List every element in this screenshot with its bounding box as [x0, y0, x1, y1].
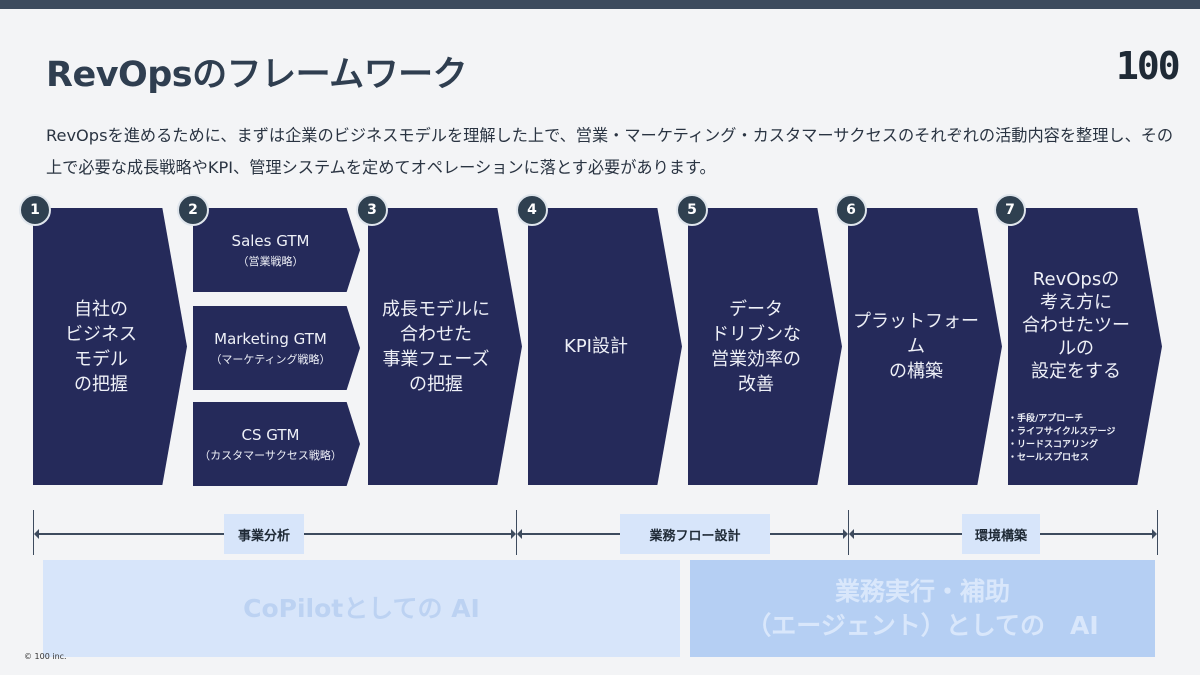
bullet: ・リードスコアリング	[1008, 440, 1099, 450]
step-1-box: 自社の ビジネス モデル の把握	[33, 208, 187, 485]
timeline-tick	[1157, 510, 1158, 555]
sub-desc: （営業戦略）	[237, 254, 304, 268]
step-2-sales-box: Sales GTM （営業戦略）	[193, 208, 360, 292]
company-logo: 100	[1116, 44, 1181, 88]
step-number-4: 4	[516, 194, 548, 226]
agent-ai-box: 業務実行・補助 （エージェント）としての AI	[690, 560, 1155, 657]
timeline-tick	[33, 510, 34, 555]
step-5-label: データ ドリブンな 営業効率の 改善	[711, 298, 801, 395]
sub-name: CS GTM	[241, 425, 300, 444]
top-bar	[0, 0, 1200, 9]
bullet: ・セールスプロセス	[1008, 453, 1090, 463]
phase-label-environment: 環境構築	[962, 514, 1040, 554]
sub-desc: （マーケティング戦略）	[210, 352, 331, 366]
step-4-label: KPI設計	[564, 336, 628, 357]
copilot-ai-box: CoPilotとしての AI	[43, 560, 680, 657]
step-6-box: プラットフォー ム の構築	[848, 208, 1002, 485]
bullet: ・ライフサイクルステージ	[1008, 427, 1116, 437]
page-title: RevOpsのフレームワーク	[46, 55, 468, 95]
phase-label-analysis: 事業分析	[224, 514, 304, 554]
step-2-cs-box: CS GTM （カスタマーサクセス戦略）	[193, 402, 360, 486]
copyright: © 100 inc.	[24, 652, 67, 661]
bullet: ・手段/アプローチ	[1008, 414, 1084, 424]
sub-name: Sales GTM	[231, 231, 310, 250]
step-3-box: 成長モデルに 合わせた 事業フェーズ の把握	[368, 208, 522, 485]
step-number-7: 7	[994, 194, 1026, 226]
step-number-6: 6	[835, 194, 867, 226]
step-number-5: 5	[676, 194, 708, 226]
step-number-3: 3	[356, 194, 388, 226]
timeline-tick	[516, 510, 517, 555]
timeline-tick	[848, 510, 849, 555]
sub-desc: （カスタマーサクセス戦略）	[199, 448, 342, 462]
step-number-1: 1	[19, 194, 51, 226]
step-4-box: KPI設計	[528, 208, 682, 485]
step-6-label: プラットフォー ム の構築	[853, 311, 979, 382]
step-1-label: 自社の ビジネス モデル の把握	[65, 298, 137, 395]
step-3-label: 成長モデルに 合わせた 事業フェーズ の把握	[382, 298, 490, 395]
step-2-marketing-box: Marketing GTM （マーケティング戦略）	[193, 306, 360, 390]
step-7-box: RevOpsの 考え方に 合わせたツー ルの 設定をする ・手段/アプローチ ・…	[1008, 208, 1162, 485]
step-5-box: データ ドリブンな 営業効率の 改善	[688, 208, 842, 485]
sub-name: Marketing GTM	[214, 329, 327, 348]
description: RevOpsを進めるために、まずは企業のビジネスモデルを理解した上で、営業・マー…	[46, 126, 1174, 177]
step-number-2: 2	[177, 194, 209, 226]
phase-label-flow: 業務フロー設計	[620, 514, 770, 554]
step-7-label: RevOpsの 考え方に 合わせたツー ルの 設定をする	[1022, 269, 1130, 382]
step-7-bullets: ・手段/アプローチ ・ライフサイクルステージ ・リードスコアリング ・セールスプ…	[1008, 413, 1115, 465]
